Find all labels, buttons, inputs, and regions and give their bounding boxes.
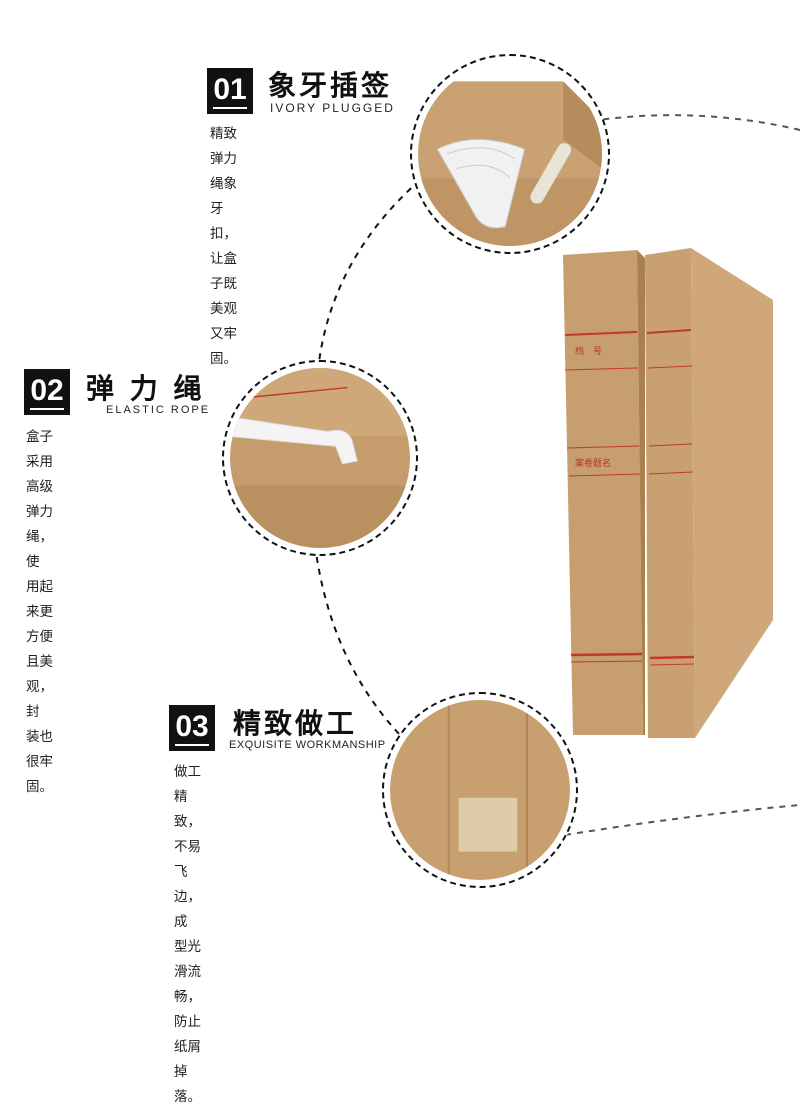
ivory-clasp-closeup-image — [410, 54, 610, 254]
feature-title-cn: 弹 力 绳 — [86, 372, 205, 405]
spine-label-title: 案卷题名 — [575, 459, 612, 469]
feature-title-en: EXQUISITE WORKMANSHIP — [229, 739, 386, 751]
feature-title-en: ELASTIC ROPE — [106, 404, 211, 416]
feature-description: 精致弹力绳象牙扣，让盒 子既美观又牢固。 — [210, 126, 237, 367]
ivory-clasp-closeup — [418, 62, 602, 246]
elastic-rope-icon — [230, 368, 410, 548]
feature-number: 01 — [207, 68, 253, 114]
workmanship-closeup — [390, 700, 570, 880]
workmanship-icon — [390, 700, 570, 880]
elastic-rope-closeup — [230, 368, 410, 548]
feature-description: 做工精致，不易飞边，成 型光滑流畅，防止纸屑掉 落。 — [174, 764, 201, 1105]
feature-description: 盒子采用高级弹力绳，使 用起来更方便且美观，封 装也很牢固。 — [26, 429, 53, 795]
archive-box-icon — [563, 248, 773, 738]
elastic-rope-closeup-image — [222, 360, 418, 556]
feature-number: 02 — [24, 369, 70, 415]
workmanship-closeup-image — [382, 692, 578, 888]
feature-number: 03 — [169, 705, 215, 751]
ivory-clasp-icon — [418, 62, 602, 246]
feature-title-en: IVORY PLUGGED — [270, 101, 395, 115]
archive-box-product-image: 档 号 案卷题名 — [555, 240, 780, 745]
feature-title-cn: 精致做工 — [233, 707, 358, 740]
spine-label-number: 档 号 — [575, 347, 603, 357]
feature-title-cn: 象牙插签 — [268, 69, 393, 102]
